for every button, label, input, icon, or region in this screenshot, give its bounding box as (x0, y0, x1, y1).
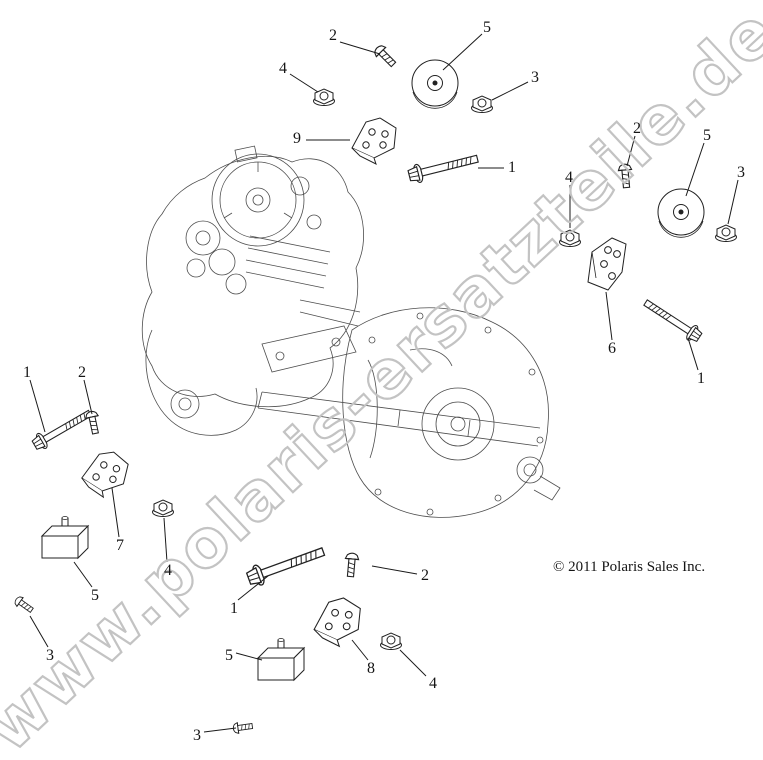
round-mount-icon-top (411, 59, 459, 109)
round-mount-icon-right (657, 188, 705, 238)
callout-bottom-4: 4 (429, 675, 437, 692)
callout-bottom-1: 1 (230, 600, 238, 617)
leader-line (351, 639, 369, 661)
screw-icon-left-2 (84, 409, 103, 436)
leader-line (29, 615, 49, 648)
leader-line (442, 33, 483, 71)
callout-right-4: 4 (565, 169, 573, 186)
callout-left-4: 4 (164, 562, 172, 579)
block-mount-icon-bottom-5 (257, 638, 305, 681)
screw-icon-bottom-2 (343, 552, 360, 578)
leader-line (289, 73, 319, 93)
nut-icon-right-3 (715, 224, 737, 242)
callout-top-2: 2 (329, 27, 337, 44)
leader-lines (29, 33, 739, 733)
callout-bottom-5: 5 (225, 647, 233, 664)
callout-bottom-8: 8 (367, 660, 375, 677)
callout-right-6: 6 (608, 340, 616, 357)
bracket-icon-bottom-8 (313, 597, 361, 647)
callout-top-3: 3 (531, 69, 539, 86)
callout-right-3: 3 (737, 164, 745, 181)
leader-line (83, 379, 93, 415)
nut-icon-bottom-4 (380, 632, 402, 650)
leader-line (203, 727, 237, 733)
bolt-icon-bottom-1 (244, 541, 328, 590)
screw-icon-bottom-3 (232, 720, 254, 735)
leader-line (111, 487, 120, 538)
block-mount-icon-left-5 (41, 516, 89, 559)
nut-icon-left-4 (152, 499, 174, 517)
engine-illustration (141, 145, 561, 518)
callout-left-5: 5 (91, 587, 99, 604)
bolt-icon-top-1 (406, 149, 481, 186)
leader-line (491, 81, 529, 101)
leader-line (73, 561, 93, 588)
callout-right-5: 5 (703, 127, 711, 144)
callout-top-9: 9 (293, 130, 301, 147)
callout-left-2: 2 (78, 364, 86, 381)
callout-left-3: 3 (46, 647, 54, 664)
leader-line (339, 41, 381, 55)
leader-line (163, 517, 168, 563)
leader-line (685, 142, 705, 197)
leader-line (605, 291, 613, 341)
callout-left-1: 1 (23, 364, 31, 381)
bracket-icon-top-9 (351, 117, 397, 165)
callout-right-1: 1 (697, 370, 705, 387)
copyright-text: © 2011 Polaris Sales Inc. (553, 559, 706, 575)
bolt-icon-right-1 (640, 294, 705, 346)
bracket-icon-left-7 (79, 447, 131, 501)
callout-top-1: 1 (508, 159, 516, 176)
screw-icon-left-3 (12, 594, 36, 616)
callout-bottom-3: 3 (193, 727, 201, 744)
leader-line (237, 575, 269, 601)
callout-bottom-2: 2 (421, 567, 429, 584)
leader-line (687, 337, 699, 371)
leader-line (371, 565, 418, 575)
callout-top-4: 4 (279, 60, 287, 77)
leader-line (727, 179, 739, 225)
callout-right-2: 2 (633, 120, 641, 137)
leader-line (235, 652, 263, 661)
bracket-icon-right-6 (587, 237, 627, 291)
nut-icon-top-3 (471, 95, 493, 113)
callout-top-5: 5 (483, 19, 491, 36)
leader-line (626, 135, 636, 167)
leader-line (29, 379, 46, 433)
screw-icon-top (371, 42, 399, 70)
leader-line (399, 649, 427, 677)
callout-left-7: 7 (116, 537, 124, 554)
